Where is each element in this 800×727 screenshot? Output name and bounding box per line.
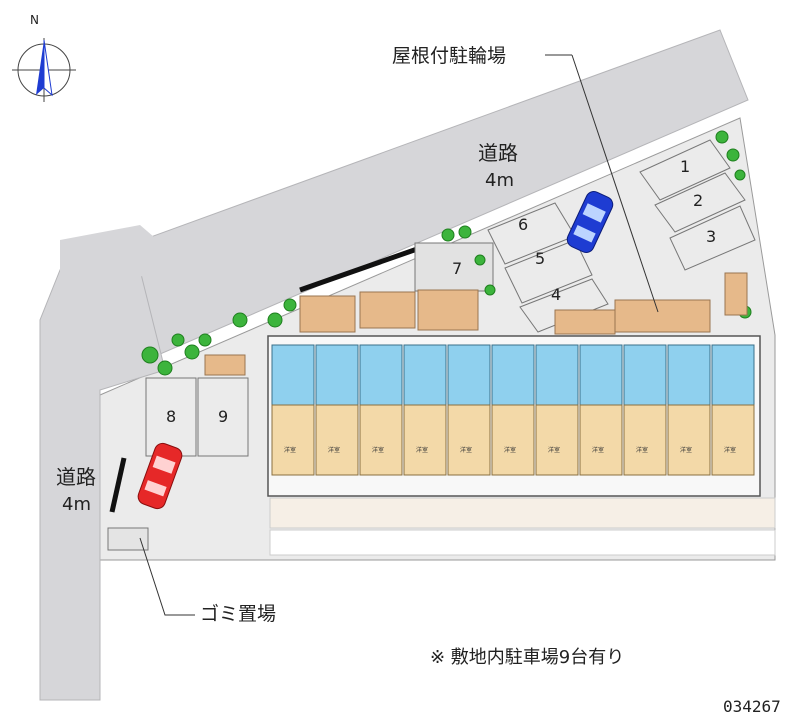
unit-room-label: 洋室 (680, 446, 692, 454)
building-units: 洋室 洋室 洋室 洋室 洋室 洋室 洋室 洋室 洋室 洋室 洋室 (271, 344, 755, 476)
bike-callout-leader (571, 54, 659, 313)
bike-shelters (204, 272, 748, 376)
apartment-unit: 洋室 (403, 344, 447, 476)
tree-group (141, 130, 752, 376)
car-blue-icon (566, 191, 614, 253)
apartment-unit: 洋室 (535, 344, 579, 476)
garbage-area (107, 527, 149, 551)
garbage-callout-line (139, 537, 195, 616)
garbage-label: ゴミ置場 (200, 603, 276, 625)
bike-parking-label: 屋根付駐輪場 (392, 45, 506, 67)
unit-room-label: 洋室 (284, 446, 296, 454)
car-red-icon (137, 442, 183, 510)
apartment-unit: 洋室 (315, 344, 359, 476)
parking-block-upper (639, 139, 756, 271)
parking-label-3: 3 (706, 227, 716, 246)
parking-label-8: 8 (166, 407, 176, 426)
parking-label-4: 4 (551, 285, 561, 304)
apartment-unit: 洋室 (359, 344, 403, 476)
apartment-unit: 洋室 (623, 344, 667, 476)
unit-room-label: 洋室 (592, 446, 604, 454)
parking-label-7: 7 (452, 259, 462, 278)
apartment-unit: 洋室 (711, 344, 755, 476)
left-road-name: 道路 (56, 465, 96, 489)
parking-label-1: 1 (680, 157, 690, 176)
gravel-strip (269, 497, 776, 529)
parking-note: ※ 敷地内駐車場9台有り (430, 647, 624, 668)
unit-room-label: 洋室 (548, 446, 560, 454)
apartment-unit: 洋室 (579, 344, 623, 476)
parking-label-2: 2 (693, 191, 703, 210)
unit-room-label: 洋室 (636, 446, 648, 454)
parking-block-middle (487, 202, 609, 333)
apartment-unit: 洋室 (667, 344, 711, 476)
compass-north-label: N (30, 13, 39, 27)
unit-room-label: 洋室 (416, 446, 428, 454)
apartment-unit: 洋室 (271, 344, 315, 476)
fence-top (299, 245, 421, 293)
parking-space-9-area (197, 377, 249, 457)
left-road-width: 4m (62, 494, 91, 515)
fence-left (109, 457, 127, 513)
left-road-corner (60, 225, 175, 300)
unit-room-label: 洋室 (504, 446, 516, 454)
unit-room-label: 洋室 (328, 446, 340, 454)
unit-room-label: 洋室 (372, 446, 384, 454)
apartment-unit: 洋室 (491, 344, 535, 476)
planting-strip (269, 529, 776, 556)
property-id: 034267 (723, 697, 781, 716)
unit-room-label: 洋室 (460, 446, 472, 454)
top-road-width: 4m (485, 170, 514, 191)
parking-label-6: 6 (518, 215, 528, 234)
apartment-unit: 洋室 (447, 344, 491, 476)
parking-label-5: 5 (535, 249, 545, 268)
parking-space-7-area (414, 242, 494, 292)
top-road-name: 道路 (478, 141, 518, 165)
compass-icon: N (12, 13, 76, 102)
unit-room-label: 洋室 (724, 446, 736, 454)
parking-label-9: 9 (218, 407, 228, 426)
